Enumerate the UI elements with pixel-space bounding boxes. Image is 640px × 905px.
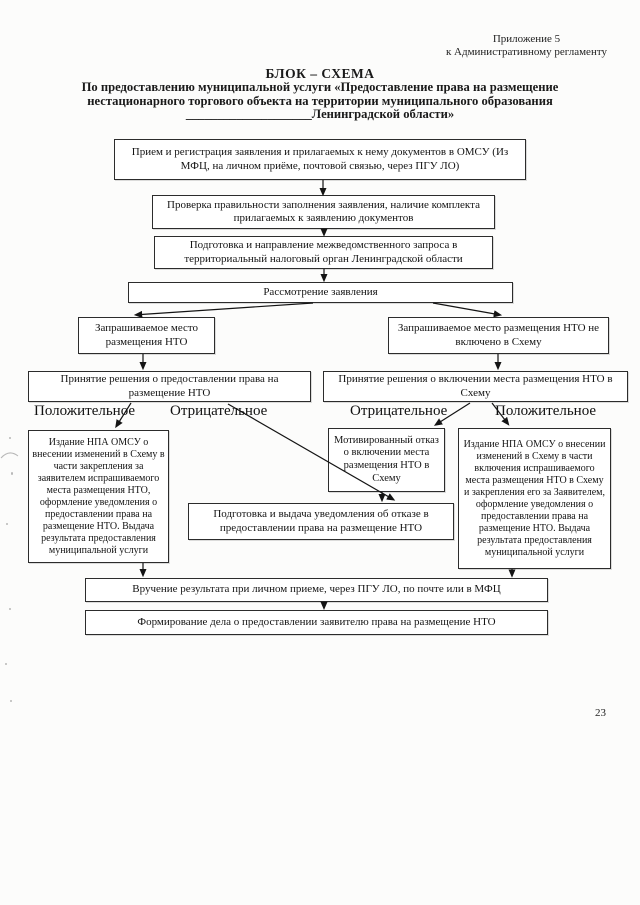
box-place-requested: Запрашиваемое место размещения НТО (78, 317, 215, 354)
arrow-review-to-place-requested (133, 302, 314, 319)
scan-artifact (9, 437, 11, 439)
scan-artifact-curl (0, 452, 19, 459)
scan-artifact (10, 700, 12, 702)
appendix-line1: Приложение 5 (492, 33, 561, 45)
page-number: 23 (595, 707, 606, 719)
title-line1: По предоставлению муниципальной услуги «… (81, 80, 559, 94)
box-check: Проверка правильности заполнения заявлен… (152, 195, 495, 229)
box-interagency-request: Подготовка и направление межведомственно… (154, 236, 493, 269)
box-motivated-refusal: Мотивированный отказ о включении места р… (328, 428, 445, 492)
arrow-review-to-place-not-included (432, 302, 503, 318)
scan-artifact (5, 663, 7, 665)
appendix-note: Приложение 5 к Административному регламе… (446, 33, 607, 59)
box-result-delivery: Вручение результата при личном приеме, ч… (85, 578, 548, 602)
box-decision-grant-right: Принятие решения о предоставлении права … (28, 371, 311, 402)
label-negative-right: Отрицательное (350, 403, 448, 419)
appendix-line2: к Административному регламенту (445, 46, 607, 58)
box-review: Рассмотрение заявления (128, 282, 513, 303)
scan-artifact (6, 523, 8, 525)
title-heading: БЛОК – СХЕМА (265, 66, 375, 81)
box-npa-amendment-left: Издание НПА ОМСУ о внесении изменений в … (28, 430, 169, 563)
label-positive-right: Положительное (495, 403, 597, 419)
box-case-formation: Формирование дела о предоставлении заяви… (85, 610, 548, 635)
box-refusal-notice: Подготовка и выдача уведомления об отказ… (188, 503, 454, 540)
document-title: БЛОК – СХЕМА По предоставлению муниципал… (0, 66, 640, 122)
label-negative-left: Отрицательное (170, 403, 268, 419)
title-line3: ____________________Ленинградской област… (185, 107, 455, 121)
scan-artifact (9, 608, 11, 610)
box-decision-include-place: Принятие решения о включении места разме… (323, 371, 628, 402)
box-reception: Прием и регистрация заявления и прилагае… (114, 139, 526, 180)
box-npa-amendment-right: Издание НПА ОМСУ о внесении изменений в … (458, 428, 611, 569)
scan-artifact (11, 472, 13, 475)
box-place-not-included: Запрашиваемое место размещения НТО не вк… (388, 317, 609, 354)
title-line2: нестационарного торгового объекта на тер… (87, 93, 553, 108)
label-positive-left: Положительное (34, 403, 136, 419)
